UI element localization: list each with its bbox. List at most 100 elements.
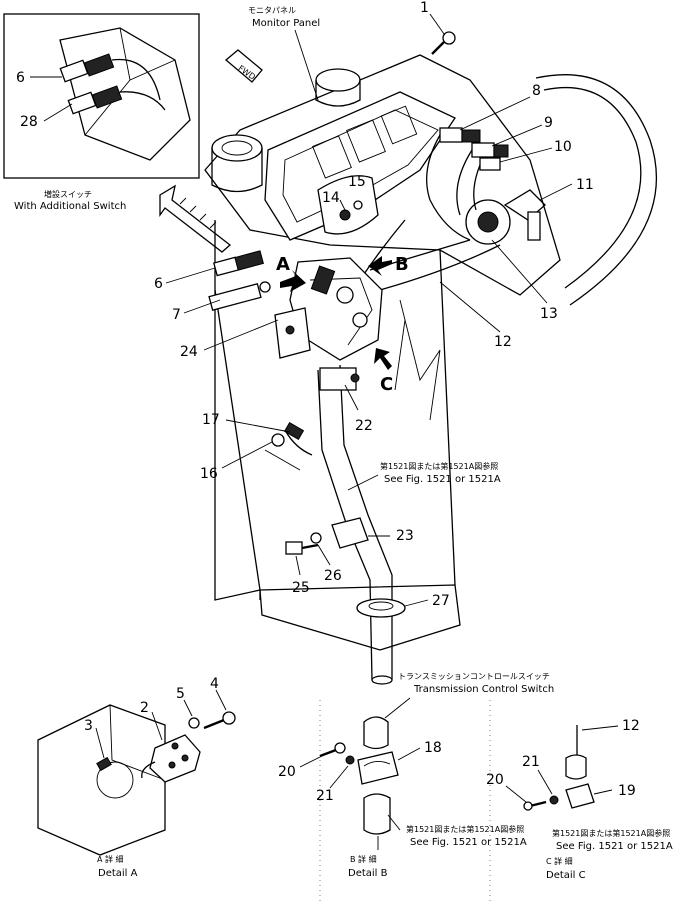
leader-monitor-panel bbox=[294, 29, 319, 101]
part-17 bbox=[283, 421, 305, 441]
cable-16-17 bbox=[271, 421, 313, 456]
small-panel-14-15 bbox=[317, 175, 379, 235]
see-fig-jp-b: 第1521図または第1521A図参照 bbox=[406, 824, 524, 834]
screw-4 bbox=[203, 718, 225, 730]
inset-switch-upper bbox=[59, 59, 89, 83]
callout-24: 24 bbox=[180, 344, 198, 360]
callout-21-b: 21 bbox=[316, 788, 334, 804]
wire-harness-1 bbox=[426, 134, 471, 241]
monitor-panel bbox=[264, 91, 456, 241]
connectors-8-9-10 bbox=[426, 127, 509, 241]
inset-switch-upper-body bbox=[83, 53, 115, 77]
monitor-panel-jp: モニタパネル bbox=[248, 6, 296, 15]
key-fob bbox=[527, 211, 541, 241]
bolt-1 bbox=[431, 31, 456, 55]
bolt-20-b bbox=[334, 742, 346, 754]
detail-a-hole bbox=[96, 761, 134, 799]
callout-25: 25 bbox=[292, 580, 310, 596]
clamp-22 bbox=[319, 367, 357, 391]
connector-10 bbox=[479, 157, 501, 171]
callout-12-c: 12 bbox=[622, 718, 640, 734]
column-left-inner bbox=[214, 289, 261, 591]
view-arrow-b: B bbox=[368, 254, 409, 276]
detail-c-switch bbox=[565, 754, 587, 780]
callout-21-c: 21 bbox=[522, 754, 540, 770]
bolt-20-c bbox=[529, 800, 547, 808]
bracket-19 bbox=[565, 783, 595, 809]
bolt-25-washer-26 bbox=[285, 532, 322, 555]
callout-13: 13 bbox=[540, 306, 558, 322]
fwd-tag: FWD bbox=[224, 49, 263, 83]
callout-6-inset: 6 bbox=[16, 70, 25, 86]
callout-3: 3 bbox=[84, 718, 93, 734]
inset-switch-lower-body bbox=[91, 85, 123, 109]
see-fig-en-c: See Fig. 1521 or 1521A bbox=[556, 841, 673, 852]
see-fig-jp-c: 第1521図または第1521A図参照 bbox=[552, 828, 670, 838]
part-14 bbox=[339, 209, 351, 221]
callout-6-main: 6 bbox=[154, 276, 163, 292]
bracket-18 bbox=[357, 751, 399, 785]
detail-b-jp: B 詳 細 bbox=[350, 854, 377, 864]
detail-b-en: Detail B bbox=[348, 868, 388, 879]
switch-lever-block bbox=[310, 265, 336, 295]
washer-5 bbox=[188, 717, 200, 729]
clamp-23 bbox=[331, 517, 369, 549]
cup-right-body bbox=[315, 80, 361, 107]
guard-arc-outer bbox=[535, 74, 658, 306]
bolt-25-head bbox=[285, 541, 303, 555]
inset-wire-2 bbox=[119, 91, 166, 111]
callout-10: 10 bbox=[554, 139, 572, 155]
callout-15: 15 bbox=[348, 174, 366, 190]
column-tube-23 bbox=[317, 364, 406, 685]
arrow-a-label: A bbox=[276, 254, 290, 275]
callout-16: 16 bbox=[200, 466, 218, 482]
callout-26: 26 bbox=[324, 568, 342, 584]
callout-19: 19 bbox=[618, 783, 636, 799]
key-switch-11 bbox=[465, 189, 546, 245]
detail-c: 12 19 21 20 第1521図または第1521A図参照 See Fig. … bbox=[486, 718, 673, 881]
monitor-panel-face bbox=[282, 109, 439, 223]
connector-8 bbox=[439, 127, 463, 143]
callout-27: 27 bbox=[432, 593, 450, 609]
inset-switch-lower bbox=[67, 91, 97, 115]
view-arrow-c: C bbox=[374, 348, 393, 395]
washer-21-b bbox=[345, 755, 355, 765]
callout-23: 23 bbox=[396, 528, 414, 544]
guard-arc-inner bbox=[543, 86, 642, 289]
grommet-27 bbox=[356, 598, 406, 618]
detail-a-jp: A 詳 細 bbox=[97, 854, 124, 864]
callout-17: 17 bbox=[202, 412, 220, 428]
washer-21-c bbox=[549, 795, 559, 805]
part-15 bbox=[353, 200, 363, 210]
inset-bracket-edge-2 bbox=[84, 79, 131, 136]
callout-2: 2 bbox=[140, 700, 149, 716]
washer-26 bbox=[310, 532, 322, 544]
monitor-gauge-1 bbox=[312, 135, 352, 179]
view-arrow-a: A bbox=[276, 254, 306, 292]
dashboard-assembly bbox=[204, 31, 658, 685]
monitor-gauge-3 bbox=[380, 105, 418, 145]
column-right-edge bbox=[439, 249, 456, 586]
screw-3 bbox=[96, 756, 112, 772]
callout-8: 8 bbox=[532, 83, 541, 99]
inset-additional-switch: 6 28 bbox=[3, 13, 200, 179]
leader-28 bbox=[43, 103, 73, 122]
detail-a: 3 2 5 4 A 詳 細 Detail A bbox=[37, 676, 236, 879]
hatched-arrow-outline bbox=[159, 184, 232, 253]
callout-4: 4 bbox=[210, 676, 219, 692]
bolt-25-shank bbox=[301, 543, 319, 550]
detail-b: 18 20 21 第1521図または第1521A図参照 See Fig. 152… bbox=[278, 716, 527, 879]
connector-9 bbox=[471, 142, 495, 158]
callout-20-c: 20 bbox=[486, 772, 504, 788]
switch-assembly bbox=[274, 257, 383, 361]
callout-18: 18 bbox=[424, 740, 442, 756]
key bbox=[503, 189, 546, 221]
switches-6-7 bbox=[208, 250, 271, 312]
switch-6 bbox=[213, 256, 240, 277]
callout-28: 28 bbox=[20, 114, 38, 130]
detail-c-en: Detail C bbox=[546, 870, 586, 881]
callout-11: 11 bbox=[576, 177, 594, 193]
main-callouts: 1 8 9 10 11 13 12 14 15 6 7 24 22 17 16 … bbox=[154, 0, 594, 609]
monitor-panel-en: Monitor Panel bbox=[252, 18, 320, 29]
